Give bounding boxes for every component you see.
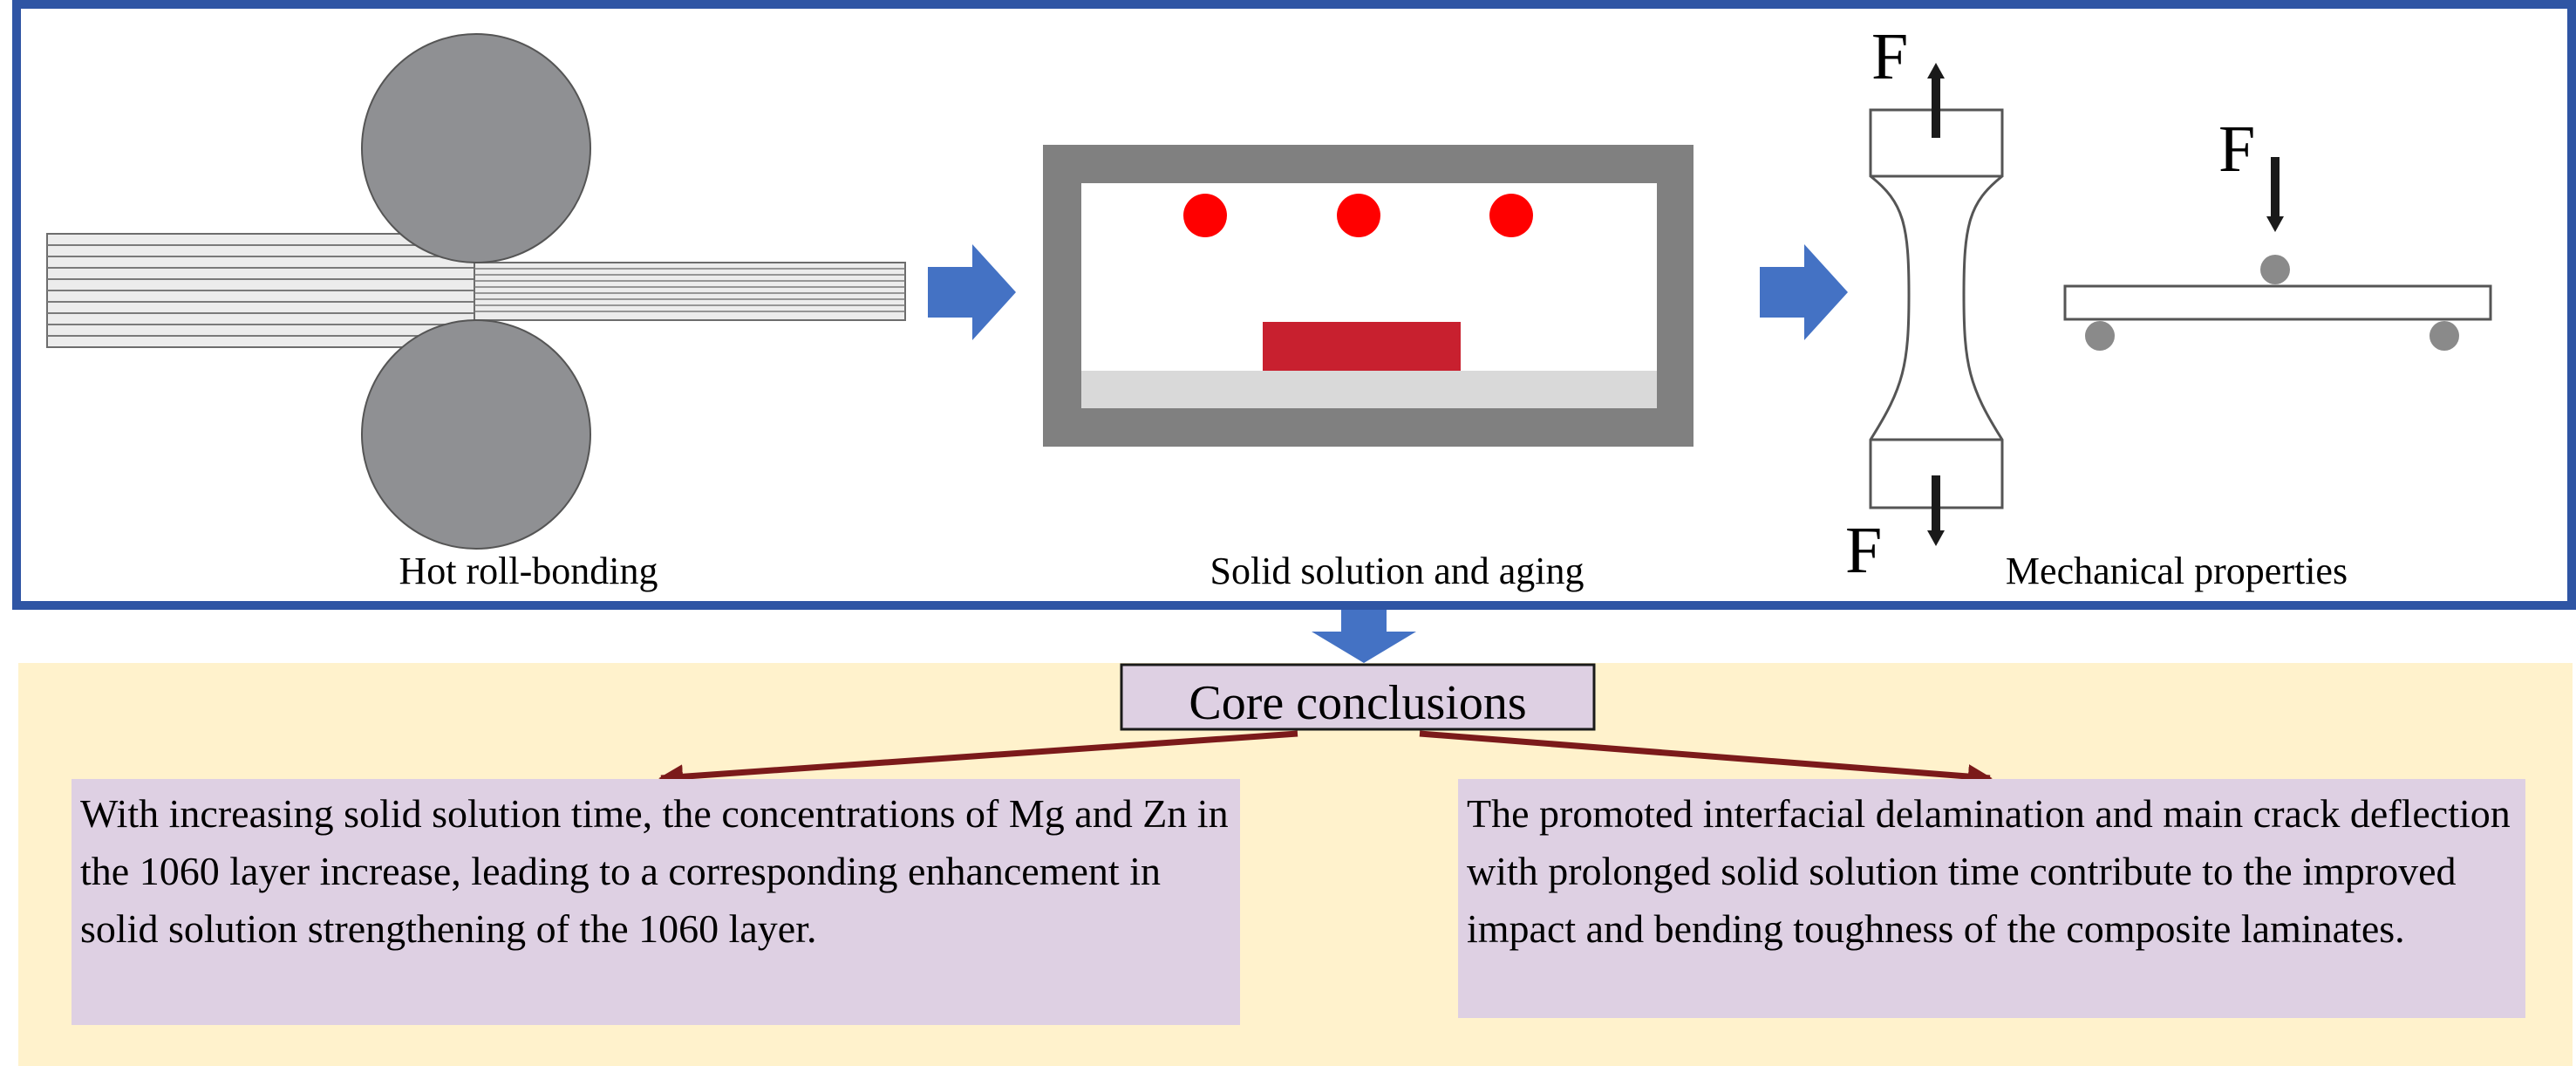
- conclusion-right-text: The promoted interfacial delamination an…: [1467, 791, 2511, 951]
- conclusion-box-left: [72, 779, 1240, 1025]
- flow-arrow-right-icon: [1760, 244, 1848, 340]
- bending-test: F: [2063, 113, 2492, 351]
- solid-solution-aging-stage: Solid solution and aging: [1043, 145, 1693, 592]
- lower-roller: [361, 319, 591, 550]
- bending-beam: [2063, 284, 2492, 321]
- mechanical-properties-stage: F F F Mechanical properties: [1845, 20, 2492, 592]
- laminate-stack-thick: [46, 233, 475, 348]
- heater-dot: [1489, 194, 1533, 237]
- bending-force-down-icon: [2266, 157, 2284, 232]
- conclusion-left-text: With increasing solid solution time, the…: [80, 791, 1229, 951]
- hot-roll-bonding-caption: Hot roll-bonding: [399, 550, 658, 592]
- flow-arrow-right-icon: [928, 244, 1016, 340]
- core-conclusions-header-box: [1120, 663, 1596, 731]
- tensile-bottom-force-label: F: [1845, 514, 1882, 587]
- support-pin: [2085, 321, 2115, 351]
- tensile-top-force-label: F: [1871, 20, 1908, 93]
- solid-solution-aging-caption: Solid solution and aging: [1210, 550, 1584, 592]
- hot-roll-bonding-stage: Hot roll-bonding: [46, 33, 906, 592]
- flow-arrow-down-icon: [1312, 610, 1416, 663]
- pointer-arrow-right: [1419, 730, 1993, 789]
- core-conclusions-header: Core conclusions: [1189, 676, 1526, 730]
- furnace-floor: [1081, 371, 1657, 408]
- tensile-specimen: [1869, 108, 2004, 509]
- tensile-force-down-icon: [1927, 475, 1945, 546]
- mechanical-properties-caption: Mechanical properties: [2006, 550, 2348, 592]
- laminate-sheet-rolled: [474, 262, 906, 321]
- conclusion-box-right: [1458, 779, 2525, 1018]
- heater-dot: [1337, 194, 1380, 237]
- bending-force-label: F: [2218, 113, 2255, 186]
- loading-pin: [2260, 255, 2290, 284]
- support-pin: [2429, 321, 2459, 351]
- heater-dot: [1183, 194, 1227, 237]
- sample-block: [1263, 322, 1461, 371]
- tensile-force-up-icon: [1927, 63, 1945, 138]
- upper-roller: [361, 33, 591, 263]
- pointer-arrow-left: [658, 730, 1298, 789]
